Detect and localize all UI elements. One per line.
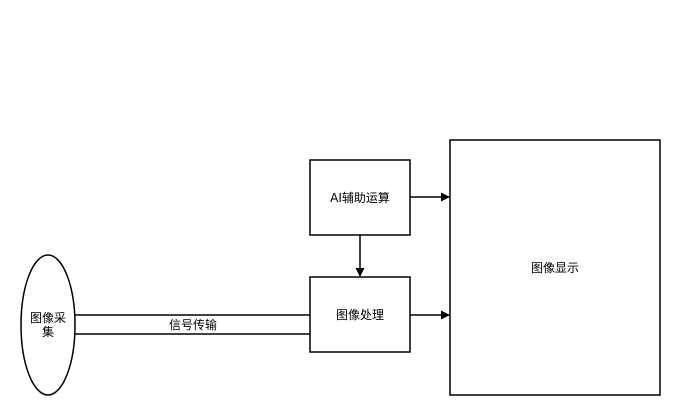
- processing-node-label: 图像处理: [335, 307, 384, 322]
- processing-node-shape: [309, 276, 411, 353]
- display-node-label: 图像显示: [530, 260, 579, 275]
- signal-edge-label: 信号传输: [168, 318, 217, 332]
- capture-node-label: 图像采集: [29, 311, 66, 339]
- capture-node-shape: [20, 254, 76, 396]
- ai-assist-node-shape: [309, 159, 411, 236]
- ai-assist-node-label: AI辅助运算: [330, 190, 390, 205]
- display-node-shape: [449, 139, 661, 396]
